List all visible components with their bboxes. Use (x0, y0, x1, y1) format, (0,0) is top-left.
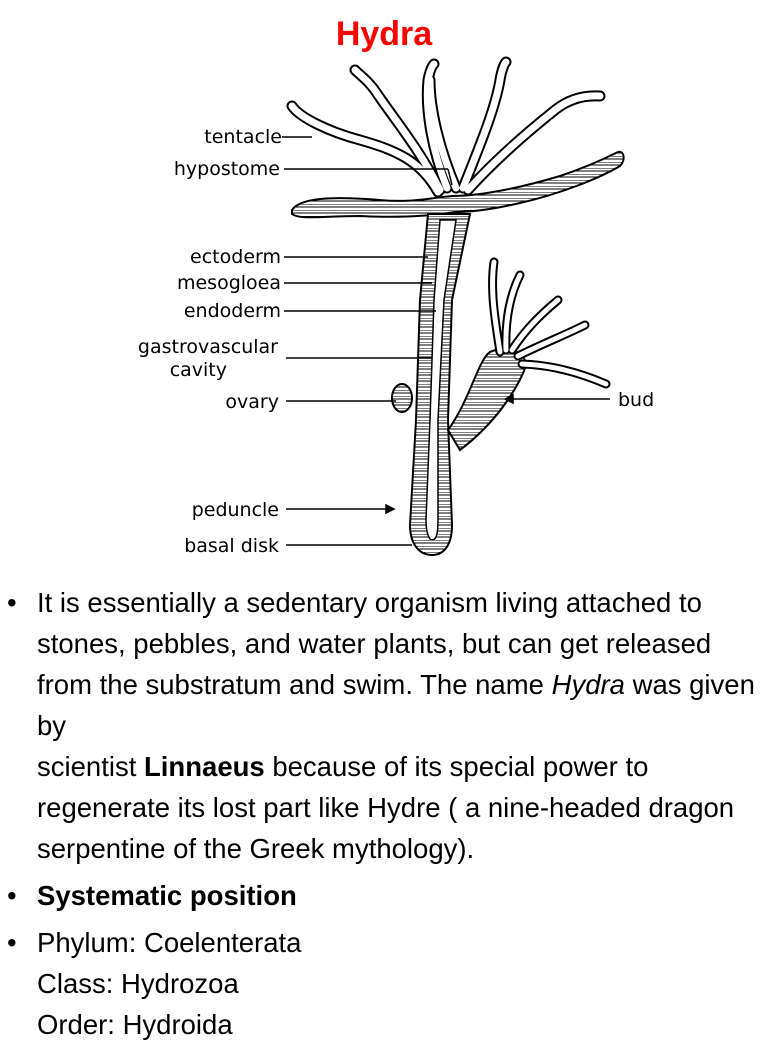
text: It is essentially a sedentary organism l… (37, 587, 712, 700)
oral-arms (291, 150, 625, 219)
phylum: Phylum: Coelenterata (37, 927, 302, 958)
bullet-dot: • (7, 927, 17, 958)
text-italic-hydra: Hydra (551, 669, 625, 700)
order: Order: Hydroida (37, 1009, 233, 1040)
bullet-dot: • (7, 587, 17, 618)
content: • It is essentially a sedentary organism… (0, 582, 768, 1045)
class: Class: Hydrozoa (37, 968, 239, 999)
text: was given by (37, 669, 755, 741)
ovary-shape (391, 383, 413, 413)
leader-lines (282, 136, 610, 546)
label-endoderm: endoderm (184, 300, 281, 322)
hydra-diagram: tentacle hypostome ectoderm mesogloea en… (138, 56, 654, 557)
bullet-classification: • Phylum: Coelenterata Class: Hydrozoa O… (0, 922, 768, 1045)
label-tentacle: tentacle (204, 126, 282, 148)
label-bud: bud (618, 389, 654, 411)
text: scientist (37, 751, 144, 782)
body-column (408, 213, 472, 557)
text: because of its special power to regenera… (37, 751, 735, 864)
label-cavity: cavity (170, 359, 227, 381)
systematic-heading: Systematic position (37, 880, 297, 911)
bullet-dot: • (7, 880, 17, 911)
bullet-description: • It is essentially a sedentary organism… (0, 582, 768, 869)
page-title: Hydra (335, 15, 433, 53)
tentacles (286, 56, 606, 198)
bullet-systematic: • Systematic position (0, 875, 768, 916)
text-bold-linnaeus: Linnaeus (143, 751, 265, 782)
label-hypostome: hypostome (174, 158, 280, 180)
label-ectoderm: ectoderm (190, 246, 281, 268)
label-ovary: ovary (225, 391, 279, 413)
bud (446, 257, 611, 452)
label-mesogloea: mesogloea (177, 272, 281, 294)
label-basal-disk: basal disk (184, 535, 279, 557)
label-peduncle: peduncle (192, 499, 279, 521)
label-gastrovascular: gastrovascular (138, 336, 278, 358)
